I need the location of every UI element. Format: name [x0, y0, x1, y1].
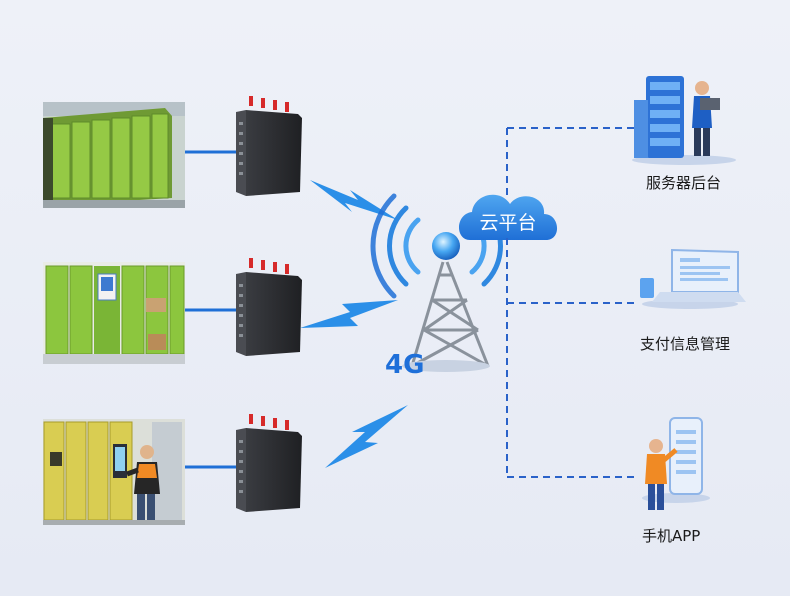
lightning-bolt-1: [310, 180, 398, 220]
cloud-shape: [458, 194, 558, 240]
cloud-platform-label: 云平台: [479, 212, 537, 234]
lightning-bolt-2: [300, 300, 398, 328]
network-4g-label: 4G: [385, 350, 425, 380]
endpoint-label-payment: 支付信息管理: [640, 335, 731, 353]
router-1: [236, 96, 302, 196]
locker-image-1: [43, 102, 185, 208]
locker-image-3: [43, 419, 185, 525]
endpoint-label-server: 服务器后台: [646, 174, 722, 192]
lightning-bolt-3: [325, 405, 408, 468]
phone-icon: [642, 417, 710, 510]
cloud-endpoint-links: [506, 127, 636, 478]
tower-base-shadow: [402, 360, 490, 372]
locker-image-2: [43, 262, 185, 364]
router-3: [236, 414, 302, 512]
endpoint-label-app: 手机APP: [642, 527, 701, 545]
cell-tower: [410, 261, 490, 368]
tower-antenna-ball: [432, 232, 460, 260]
laptop-icon: [640, 248, 746, 309]
server-icon: [632, 76, 736, 165]
router-2: [236, 258, 302, 356]
wireless-signal-bolts: [300, 180, 408, 468]
locker-router-links: [185, 150, 236, 469]
